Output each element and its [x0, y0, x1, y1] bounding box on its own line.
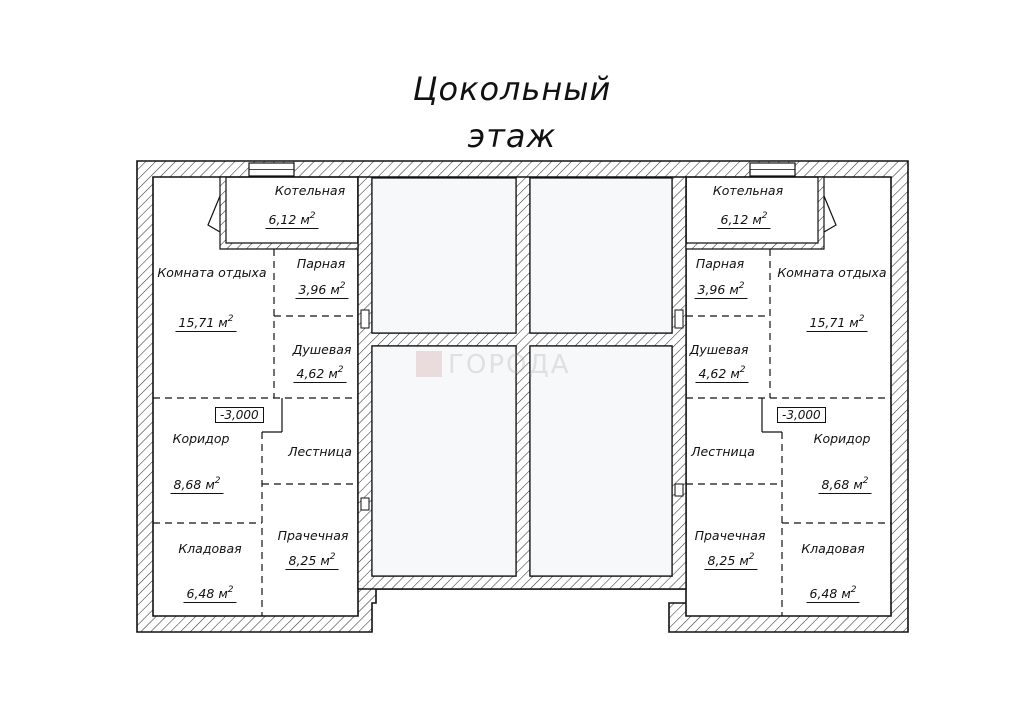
room-area-shower-right: 4,62 м2	[695, 365, 749, 384]
room-area-boiler-left: 6,12 м2	[265, 211, 319, 230]
door-mark-right	[674, 309, 684, 329]
room-area-shower-left: 4,62 м2	[293, 365, 347, 384]
room-area-laundry-right: 8,25 м2	[704, 552, 758, 571]
room-area-storage-left: 6,48 м2	[183, 585, 237, 604]
room-area-storage-right: 6,48 м2	[806, 585, 860, 604]
room-name-laundry-left: Прачечная	[277, 528, 349, 543]
room-name-storage-left: Кладовая	[178, 541, 242, 556]
partitions-left	[153, 249, 358, 616]
partitions-right	[686, 249, 891, 616]
door-mark-left	[360, 309, 370, 329]
boiler-door-left	[207, 195, 221, 233]
boiler-door-right	[823, 195, 837, 233]
boiler-wall-right	[685, 176, 825, 250]
room-name-steam-left: Парная	[296, 256, 346, 271]
room-area-corridor-right: 8,68 м2	[818, 476, 872, 495]
room-area-steam-right: 3,96 м2	[694, 281, 748, 300]
room-name-rest-left: Комната отдыха	[157, 265, 267, 280]
room-area-steam-left: 3,96 м2	[295, 281, 349, 300]
room-name-stair-left: Лестница	[288, 444, 352, 459]
room-name-rest-right: Комната отдыха	[777, 265, 887, 280]
level-mark-right: -3,000	[777, 407, 826, 423]
room-name-stair-right: Лестница	[691, 444, 755, 459]
central-room-bottom-right	[529, 345, 673, 577]
plan-title-line2: этаж	[467, 117, 557, 155]
watermark: ГОРОДА	[416, 350, 571, 380]
room-name-storage-right: Кладовая	[801, 541, 865, 556]
room-name-boiler-left: Котельная	[274, 183, 346, 198]
room-name-shower-right: Душевая	[689, 342, 749, 357]
room-area-boiler-right: 6,12 м2	[717, 211, 771, 230]
room-area-laundry-left: 8,25 м2	[285, 552, 339, 571]
room-name-boiler-right: Котельная	[712, 183, 784, 198]
room-name-steam-right: Парная	[695, 256, 745, 271]
watermark-logo-icon	[416, 351, 442, 377]
central-room-top-right	[529, 177, 673, 334]
room-name-laundry-right: Прачечная	[694, 528, 766, 543]
room-name-corridor-left: Коридор	[172, 431, 230, 446]
plan-title-line1: Цокольный	[412, 70, 612, 108]
level-mark-left: -3,000	[215, 407, 264, 423]
central-room-top-left	[371, 177, 517, 334]
room-area-corridor-left: 8,68 м2	[170, 476, 224, 495]
boiler-wall-left	[219, 176, 359, 250]
central-room-bottom-left	[371, 345, 517, 577]
room-area-rest-right: 15,71 м2	[806, 314, 868, 333]
room-name-shower-left: Душевая	[292, 342, 352, 357]
room-name-corridor-right: Коридор	[813, 431, 871, 446]
room-area-rest-left: 15,71 м2	[175, 314, 237, 333]
